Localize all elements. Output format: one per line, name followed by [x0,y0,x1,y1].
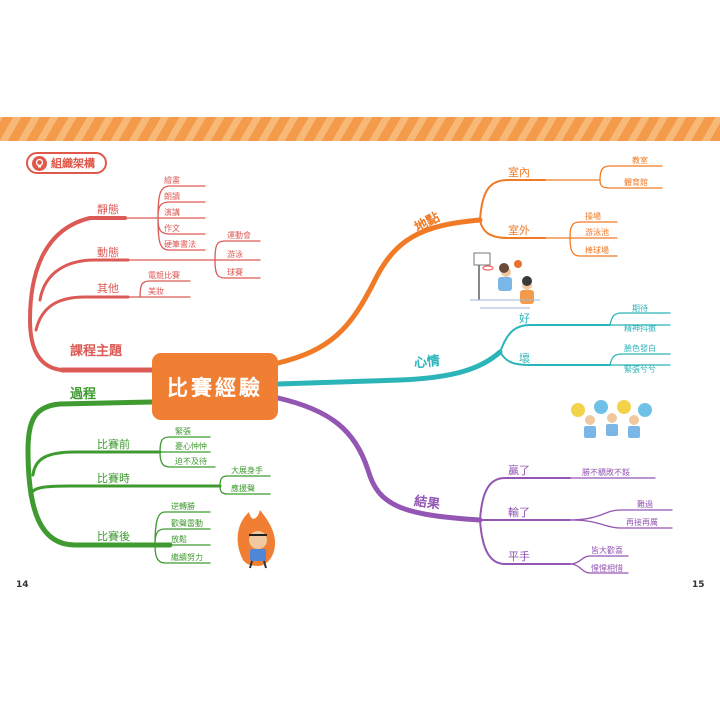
leaf: 逆轉勝 [171,501,195,511]
leaf: 繼續努力 [171,552,203,562]
cheerleaders-illustration [571,400,652,438]
node-static: 靜態 [97,202,119,216]
node-during: 比賽時 [97,471,130,485]
connector-before-items [159,436,216,468]
leaf: 體育館 [624,177,648,187]
connector-dynamic [38,258,130,302]
connector-dynamic-items [127,240,261,279]
branch-mood [275,312,671,387]
node-lose: 輸了 [508,505,530,519]
leaf: 演講 [164,207,180,217]
connector-during [28,484,222,497]
leaf: 硬筆書法 [164,239,196,249]
connector-during-items [219,475,271,495]
connector-bad-items [609,353,671,366]
leaf: 美妝 [148,286,164,296]
node-tie: 平手 [508,549,530,563]
branch-label-course: 課程主題 [70,343,123,359]
connector-mood-main [275,349,503,387]
leaf: 勝不驕敗不餒 [582,467,630,477]
leaf: 應援聲 [231,483,255,493]
node-indoor: 室內 [508,165,530,179]
leaf: 緊張兮兮 [624,364,656,374]
node-win: 贏了 [508,463,530,477]
connector-other [34,295,130,332]
leaf: 運動會 [227,230,251,240]
node-after: 比賽後 [97,529,130,543]
leaf: 游泳池 [585,227,609,237]
header-stripe [0,117,720,141]
section-badge-label: 組織架構 [51,157,95,170]
connector-location-main [275,217,483,366]
leaf: 緊張 [175,427,191,436]
connector-outdoor-items [544,221,618,257]
branch-course [27,185,261,373]
connector-after-items [154,511,211,564]
leaf: 迫不及待 [175,456,207,466]
section-badge: 組織架構 [26,152,107,174]
branch-result [275,395,673,574]
leaf: 歡聲雷動 [171,518,203,528]
leaf: 皆大歡喜 [591,545,623,555]
leaf: 朗讀 [164,191,180,201]
leaf: 繪畫 [164,175,180,185]
leaf: 惺惺相惜 [591,563,623,573]
leaf: 放鬆 [171,534,187,544]
branch-label-process: 過程 [69,386,96,402]
node-before: 比賽前 [97,437,130,451]
connector-indoor-items [544,165,663,189]
node-dynamic: 動態 [97,245,119,259]
leaf: 游泳 [227,249,243,259]
leaf: 臉色發白 [624,343,656,353]
node-other: 其他 [97,282,119,295]
connector-before [31,450,162,477]
fired-up-player-illustration [237,510,276,569]
page-number-left: 14 [16,580,29,590]
connector-result-main [275,395,483,523]
leaf: 電競比賽 [148,270,180,280]
basketball-players-illustration [470,252,540,309]
connector-tie-items [569,555,629,574]
connector-other-items [127,280,191,298]
node-outdoor: 室外 [508,223,530,237]
branch-label-result: 結果 [413,493,441,512]
leaf: 作文 [164,223,180,233]
leaf: 教室 [632,155,648,165]
leaf: 精神抖擻 [624,323,656,333]
node-good: 好 [519,311,530,325]
page-number-right: 15 [692,580,705,590]
connector-indoor-outdoor [479,179,546,239]
leaf: 再接再厲 [626,517,658,527]
leaf: 難過 [637,499,653,509]
branch-label-mood: 心情 [413,353,441,372]
leaf: 球賽 [227,267,243,277]
node-bad: 壞 [519,352,530,365]
leaf: 大展身手 [231,465,263,475]
lightbulb-icon [32,155,47,171]
connector-good-bad [499,324,611,366]
connector-lose-items [569,509,673,529]
connector-win-lose-tie [479,477,571,565]
branch-location [275,165,663,366]
branch-process [25,399,271,564]
leaf: 操場 [585,211,601,221]
leaf: 憂心忡忡 [175,441,207,451]
leaf: 棒球場 [585,245,609,255]
connector-course-trunk [27,216,127,372]
leaf: 期待 [632,303,648,313]
center-title: 比賽經驗 [152,353,278,420]
connector-process-main [25,399,173,548]
connector-static-items [124,185,206,251]
connector-good-items [609,312,671,326]
